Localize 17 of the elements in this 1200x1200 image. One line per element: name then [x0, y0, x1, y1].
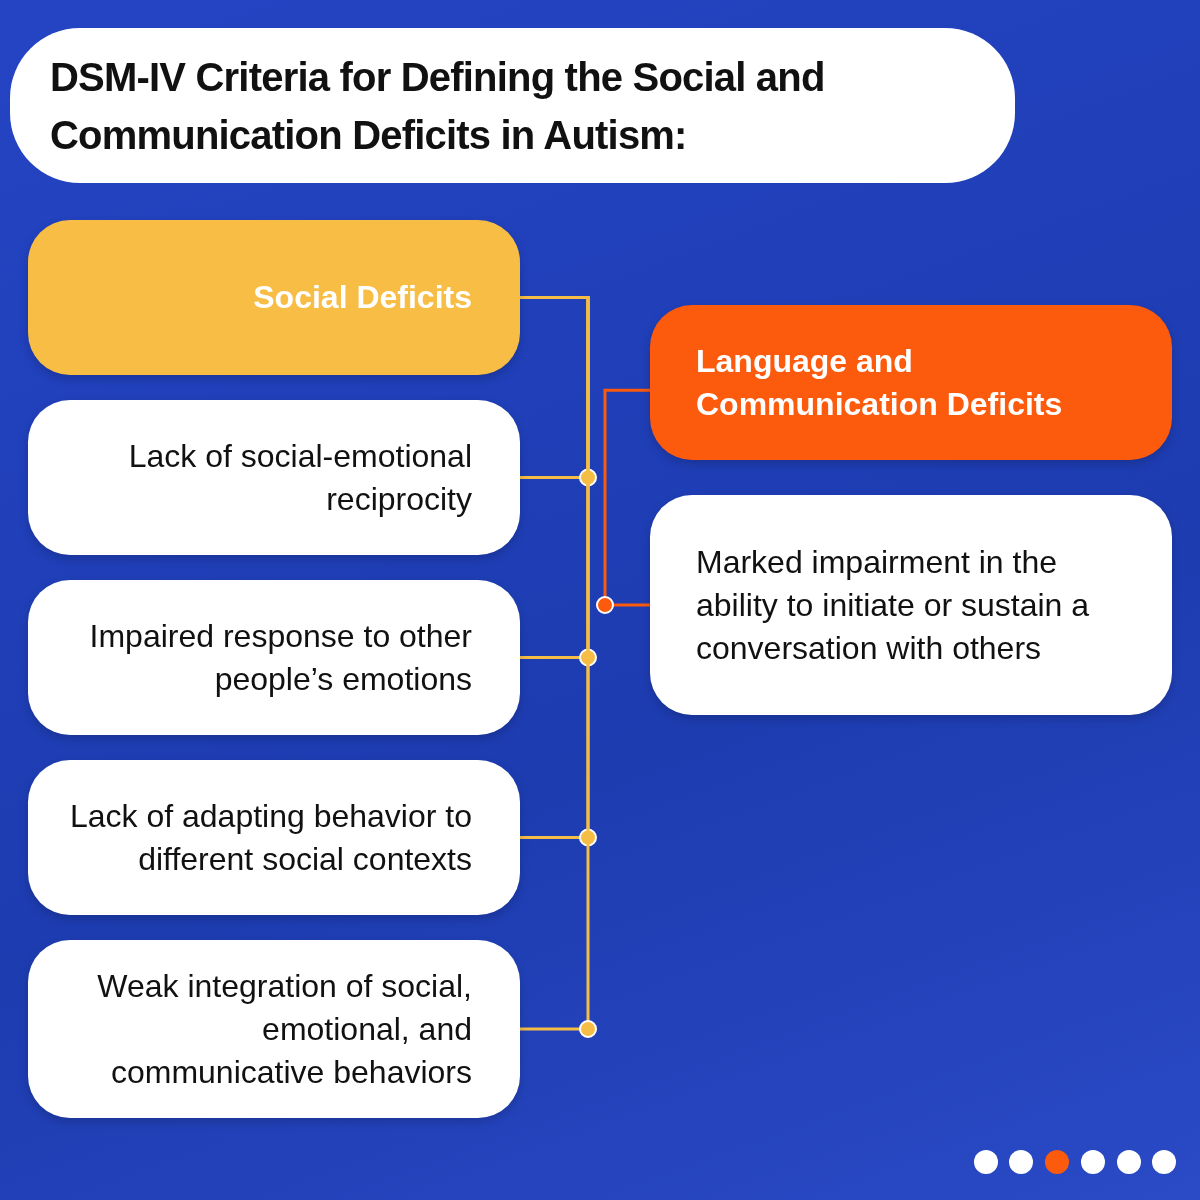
category-box [650, 305, 1172, 460]
title-text: DSM-IV Criteria for Defining the Social and Communication Deficits in Autism: [50, 53, 826, 159]
criterion-text: Impaired response to other people’s emotions [88, 616, 472, 699]
criterion-box [650, 495, 1172, 715]
category-title: Social Deficits [253, 278, 472, 317]
criterion-text: Weak integration of social, emotional, and communicative behaviors [96, 966, 472, 1092]
criterion-text: Marked impairment in the ability to initiate or sustain a conversation with others [696, 542, 1091, 668]
category-title: Language and Communication Deficits [696, 341, 1064, 424]
connector-line [596, 388, 650, 614]
criterion-text: Lack of adapting behavior to different social contexts [68, 796, 472, 879]
criterion-box [28, 760, 520, 915]
criterion-box [28, 940, 520, 1118]
connector-line [520, 296, 597, 1038]
criterion-box [28, 580, 520, 735]
category-box [28, 220, 520, 375]
criterion-text: Lack of social-emotional reciprocity [127, 436, 472, 519]
criterion-box [28, 400, 520, 555]
